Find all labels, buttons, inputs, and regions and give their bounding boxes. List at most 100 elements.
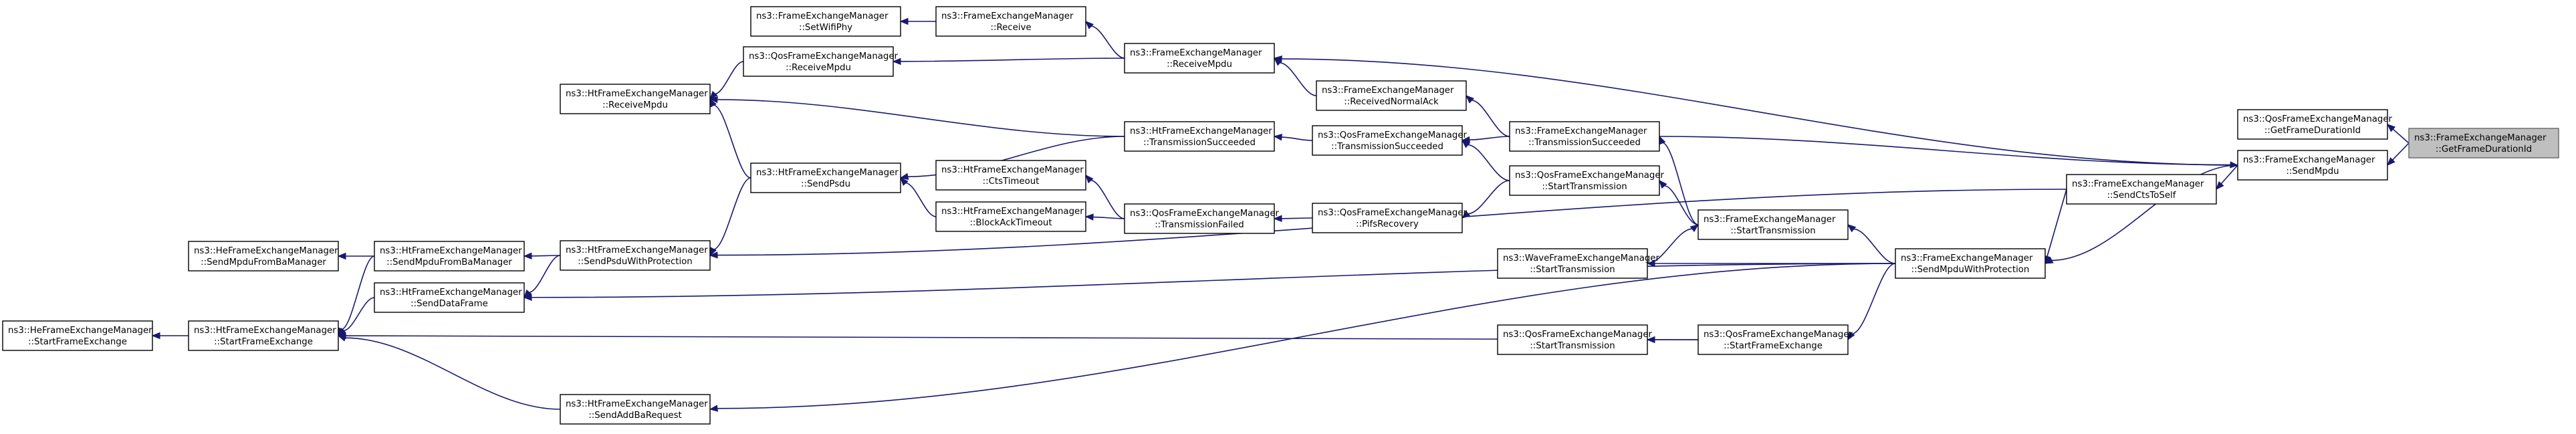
edge-fem_sendmpdu-to-root	[2387, 142, 2410, 166]
node-label-class: ns3::QosFrameExchangeManager	[749, 51, 899, 62]
edge-arrowhead	[1659, 180, 1667, 189]
edge-line	[716, 263, 1896, 409]
edge-arrowhead	[1689, 224, 1700, 233]
node-label-method: ::TransmissionSucceeded	[1143, 138, 1256, 148]
edge-line	[1471, 100, 1510, 137]
node-box	[560, 240, 711, 271]
node-label-method: ::BlockAckTimeout	[969, 218, 1052, 228]
edge-arrowhead	[1273, 215, 1282, 223]
edge-line	[1659, 136, 2232, 166]
node-box	[1697, 324, 1849, 355]
node-label-class: ns3::HeFrameExchangeManager	[8, 326, 152, 336]
edge-fem_receive-to-fem_receivempdu	[1085, 21, 1125, 59]
node-label-class: ns3::FrameExchangeManager	[941, 11, 1074, 21]
node-label-method: ::SetWifiPhy	[799, 23, 852, 33]
node-box	[2408, 128, 2559, 158]
node-fem-setwifiphy[interactable]: ns3::FrameExchangeManager::SetWifiPhy	[750, 6, 901, 37]
node-label-method: ::SendMpduFromBaManager	[201, 257, 326, 267]
edge-ht_sendpsdu-to-ht_blockack	[900, 177, 937, 217]
node-box	[935, 6, 1086, 37]
node-label-class: ns3::HtFrameExchangeManager	[566, 245, 708, 255]
node-ht-sendfromba[interactable]: ns3::HtFrameExchangeManager::SendMpduFro…	[374, 241, 525, 272]
node-fem-sendcts[interactable]: ns3::FrameExchangeManager::SendCtsToSelf	[2066, 174, 2217, 205]
node-qos-starttx2[interactable]: ns3::QosFrameExchangeManager::StartTrans…	[1497, 324, 1653, 355]
edge-arrowhead	[2387, 157, 2395, 166]
node-label-class: ns3::FrameExchangeManager	[2243, 155, 2375, 165]
node-ht-ctstimeout[interactable]: ns3::HtFrameExchangeManager::CtsTimeout	[935, 160, 1086, 191]
edge-arrowhead	[709, 96, 718, 104]
edge-line	[344, 335, 1699, 340]
edge-line	[1467, 144, 1510, 181]
node-label-class: ns3::HtFrameExchangeManager	[566, 399, 708, 409]
edge-qos_startfe-to-fem_sendprot	[1847, 263, 1896, 341]
edge-ht_senddata-to-ht_sendpsduprot	[523, 255, 561, 299]
node-ht-txsucc[interactable]: ns3::HtFrameExchangeManager::Transmissio…	[1124, 121, 1275, 152]
node-label-method: ::TransmissionSucceeded	[1331, 142, 1443, 152]
node-label-method: ::StartTransmission	[1530, 341, 1615, 351]
node-qos-receivempdu[interactable]: ns3::QosFrameExchangeManager::ReceiveMpd…	[743, 46, 899, 77]
node-ht-receivempdu[interactable]: ns3::HtFrameExchangeManager::ReceiveMpdu	[560, 84, 711, 114]
node-box	[750, 162, 901, 193]
node-fem-receivempdu[interactable]: ns3::FrameExchangeManager::ReceiveMpdu	[1124, 43, 1275, 74]
node-label-method: ::SendPsdu	[801, 179, 850, 189]
edge-line	[344, 337, 561, 410]
node-ht-senddata[interactable]: ns3::HtFrameExchangeManager::SendDataFra…	[374, 282, 525, 313]
node-box	[1124, 43, 1275, 74]
node-label-class: ns3::HtFrameExchangeManager	[566, 89, 708, 99]
node-qos-starttx[interactable]: ns3::QosFrameExchangeManager::StartTrans…	[1509, 165, 1665, 196]
edge-ht_startfe-to-qos_startfe	[337, 332, 1699, 340]
edge-he_startfe-to-ht_startfe	[151, 332, 189, 340]
edge-arrowhead	[2216, 181, 2224, 190]
node-label-method: ::Receive	[990, 23, 1031, 33]
edge-line	[2051, 165, 2238, 261]
edge-qos_receivempdu-to-fem_receivempdu	[892, 58, 1125, 66]
node-wave-starttx[interactable]: ns3::WaveFrameExchangeManager::StartTran…	[1497, 248, 1659, 279]
node-qos-pifs[interactable]: ns3::QosFrameExchangeManager::PifsRecove…	[1312, 203, 1468, 233]
node-fem-txsucc[interactable]: ns3::FrameExchangeManager::TransmissionS…	[1509, 121, 1660, 152]
node-fem-receive[interactable]: ns3::FrameExchangeManager::Receive	[935, 6, 1086, 37]
node-fem-starttx[interactable]: ns3::FrameExchangeManager::StartTransmis…	[1697, 209, 1849, 240]
edge-arrowhead	[1084, 213, 1094, 221]
edge-line	[1279, 62, 1317, 96]
node-label-class: ns3::HtFrameExchangeManager	[194, 326, 336, 336]
node-fem-sendprot[interactable]: ns3::FrameExchangeManager::SendMpduWithP…	[1895, 248, 2046, 279]
edge-fem_sendcts-to-fem_sendmpdu	[2216, 165, 2238, 190]
node-ht-sendaddba[interactable]: ns3::HtFrameExchangeManager::SendAddBaRe…	[560, 394, 711, 425]
edge-line	[1468, 136, 1510, 140]
node-label-class: ns3::FrameExchangeManager	[756, 11, 889, 21]
edge-fem_receivempdu-to-fem_recnormalack	[1274, 58, 1317, 96]
edge-line	[713, 104, 751, 179]
node-box	[188, 241, 339, 272]
node-qos-getdur[interactable]: ns3::QosFrameExchangeManager::GetFrameDu…	[2237, 109, 2393, 140]
edge-arrowhead	[1274, 58, 1283, 66]
node-box	[560, 84, 711, 114]
node-label-class: ns3::QosFrameExchangeManager	[1515, 171, 1665, 181]
edge-ht_senddata-to-fem_sendprot	[523, 263, 1896, 301]
node-fem-recnormalack[interactable]: ns3::FrameExchangeManager::ReceivedNorma…	[1316, 80, 1467, 111]
node-ht-sendpsdu[interactable]: ns3::HtFrameExchangeManager::SendPsdu	[750, 162, 901, 193]
node-fem-sendmpdu[interactable]: ns3::FrameExchangeManager::SendMpdu	[2237, 150, 2388, 181]
node-box	[1312, 203, 1463, 233]
node-he-startfe[interactable]: ns3::HeFrameExchangeManager::StartFrameE…	[2, 320, 153, 351]
edge-arrowhead	[892, 58, 901, 66]
node-label-class: ns3::FrameExchangeManager	[1704, 215, 1836, 225]
node-label-class: ns3::HtFrameExchangeManager	[380, 288, 522, 298]
edge-ht_sendpsduprot-to-ht_sendpsdu	[709, 177, 751, 257]
node-qos-txsucc[interactable]: ns3::QosFrameExchangeManager::Transmissi…	[1312, 125, 1468, 156]
edge-ht_receivempdu-to-ht_sendpsdu	[709, 98, 751, 179]
node-ht-sendpsduprot[interactable]: ns3::HtFrameExchangeManager::SendPsduWit…	[560, 240, 711, 271]
edge-arrowhead	[1461, 140, 1471, 148]
node-label-method: ::SendPsduWithProtection	[578, 257, 693, 267]
node-he-sendfromba[interactable]: ns3::HeFrameExchangeManager::SendMpduFro…	[188, 241, 339, 272]
node-box	[1316, 80, 1467, 111]
edge-line	[1092, 216, 1125, 219]
node-ht-startfe[interactable]: ns3::HtFrameExchangeManager::StartFrameE…	[188, 320, 339, 351]
edge-qos_txfailed-to-qos_pifs	[1273, 215, 1313, 223]
edge-arrowhead	[1466, 95, 1474, 104]
node-label-method: ::ReceivedNormalAck	[1344, 97, 1439, 107]
node-box	[743, 46, 894, 77]
node-ht-blockack[interactable]: ns3::HtFrameExchangeManager::BlockAckTim…	[935, 201, 1086, 232]
node-box	[2, 320, 153, 351]
node-qos-txfailed[interactable]: ns3::QosFrameExchangeManager::Transmissi…	[1124, 203, 1280, 234]
node-qos-startfe[interactable]: ns3::QosFrameExchangeManager::StartFrame…	[1697, 324, 1853, 355]
